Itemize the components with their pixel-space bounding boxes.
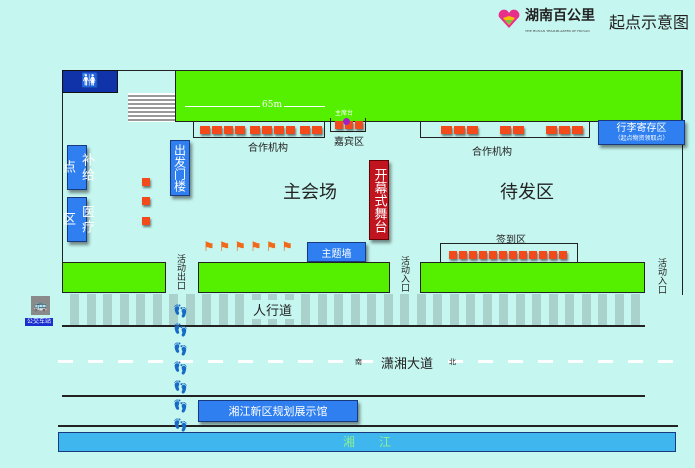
main-venue-label: 主会场 <box>283 182 337 203</box>
crosswalk-stripe <box>581 294 591 325</box>
activity-entrance-1[interactable]: 活动入口 <box>399 256 409 292</box>
crosswalk-stripe <box>499 294 508 325</box>
green-belt-1 <box>62 262 166 293</box>
crosswalk-stripe <box>565 294 574 325</box>
side-booths <box>142 172 150 229</box>
distance-label: 65m <box>260 100 284 110</box>
partner-right-label: 合作机构 <box>472 147 512 158</box>
footprint-icon: 👣 <box>173 342 188 356</box>
riverbank-line <box>58 425 678 427</box>
waiting-area-label: 待发区 <box>500 182 554 203</box>
activity-entrance-2[interactable]: 活动入口 <box>656 258 666 294</box>
crosswalk-stripe <box>598 294 607 325</box>
supply-point: 补给点 <box>60 145 94 190</box>
crosswalk-stripe <box>70 294 79 325</box>
crosswalk-stripe <box>119 294 129 325</box>
bus-stop-label: 公交车站 <box>25 318 54 326</box>
crosswalk-stripe <box>301 294 310 325</box>
crosswalk-stripe <box>350 294 360 325</box>
green-belt-2 <box>198 262 390 293</box>
medical-area: 医疗区 <box>60 197 94 242</box>
top-green-zone <box>175 70 682 122</box>
crosswalk-stripe <box>317 294 327 325</box>
storage-sublabel: （起点物资领取点） <box>614 134 669 142</box>
road-edge <box>62 395 645 397</box>
exhibition-hall: 湘江新区规划展示馆 <box>198 400 358 422</box>
footprint-icon: 👣 <box>173 361 188 375</box>
footprint-icon: 👣 <box>173 380 188 394</box>
sidewalk-label: 人行道 <box>250 300 296 319</box>
crosswalk-stripe <box>466 294 475 325</box>
crosswalk-stripe <box>433 294 442 325</box>
partner-right-booths <box>420 122 590 138</box>
road-center-line <box>58 360 678 363</box>
footprint-icon: 👣 <box>173 304 188 318</box>
xiang-river: 湘 江 <box>58 432 676 452</box>
signin-booths <box>440 243 578 262</box>
guest-booths <box>330 118 366 132</box>
activity-exit[interactable]: 活动出口 <box>175 254 185 290</box>
boundary-left <box>62 70 63 263</box>
crosswalk-stripe <box>202 294 211 325</box>
guest-label: 嘉宾区 <box>334 137 364 148</box>
footprint-icon: 👣 <box>173 418 188 432</box>
crosswalk-stripe <box>136 294 145 325</box>
bus-icon: 🚌 <box>31 296 50 315</box>
partner-left-label: 合作机构 <box>248 143 288 154</box>
boundary-right <box>682 70 683 295</box>
crosswalk-stripe <box>367 294 376 325</box>
storage-label: 行李寄存区 <box>616 122 667 134</box>
crosswalk-stripe <box>631 294 640 325</box>
crosswalk-stripe <box>416 294 426 325</box>
south-label: 南 <box>355 358 362 366</box>
footprint-icon: 👣 <box>173 323 188 337</box>
crosswalk-stripe <box>614 294 624 325</box>
north-label: 北 <box>449 358 456 366</box>
start-gate: 出发门楼 <box>170 140 190 196</box>
crosswalk-stripe <box>334 294 343 325</box>
crosswalk-stripe <box>548 294 558 325</box>
crosswalk-stripe <box>235 294 244 325</box>
logo-subtitle: THE HUNAN TRAILBLAZERS OF HUNAN <box>525 29 590 33</box>
crosswalk-stripe <box>218 294 228 325</box>
toilet-icon: 🚻 <box>62 70 118 93</box>
opening-stage: 开幕式舞台 <box>369 160 389 240</box>
guest-marker-icon <box>343 118 350 125</box>
theme-wall: 主题墙 <box>307 242 366 262</box>
distance-marker <box>185 106 325 107</box>
heart-logo-icon <box>498 9 520 29</box>
page-title: 起点示意图 <box>609 13 690 32</box>
crosswalk-stripe <box>152 294 162 325</box>
storage-area: 行李寄存区 （起点物资领取点） <box>598 120 685 145</box>
signin-label: 签到区 <box>496 235 526 246</box>
crosswalk-stripe <box>383 294 393 325</box>
guest-note: 主席台 <box>335 110 354 117</box>
crosswalk-stripe <box>515 294 525 325</box>
crosswalk-stripe <box>532 294 541 325</box>
sidewalk-edge <box>62 325 645 327</box>
crosswalk-stripe <box>86 294 96 325</box>
crosswalk-stripe <box>400 294 409 325</box>
green-belt-3 <box>420 262 645 293</box>
crosswalk-stripe <box>449 294 459 325</box>
footprint-icon: 👣 <box>173 399 188 413</box>
crosswalk-stripe <box>185 294 195 325</box>
crosswalk-stripe <box>103 294 112 325</box>
flags: ⚑⚑⚑⚑⚑⚑ <box>203 240 297 255</box>
crosswalk-stripe <box>169 294 178 325</box>
road-label: 潇湘大道 <box>378 353 437 372</box>
partner-left-booths <box>193 122 325 138</box>
stairs <box>128 93 175 122</box>
crosswalk-stripe <box>482 294 492 325</box>
logo-text: 湖南百公里 <box>525 8 595 24</box>
logo <box>498 9 520 29</box>
